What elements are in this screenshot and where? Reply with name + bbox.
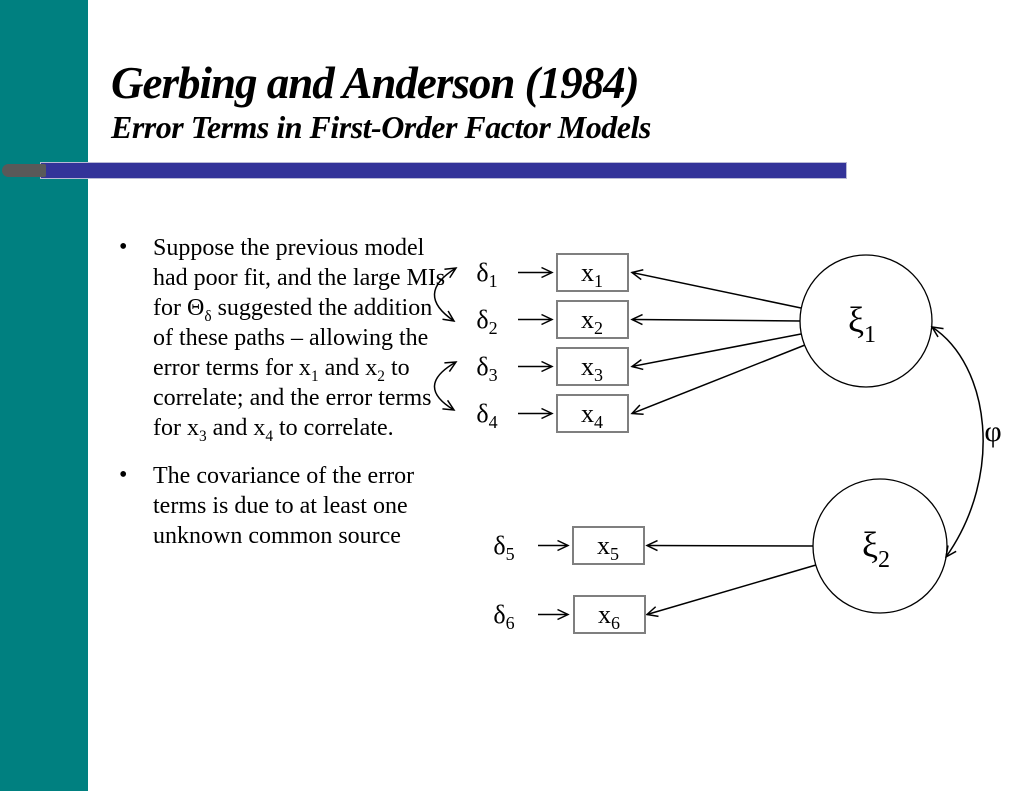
indicator-label-x6: x6 xyxy=(598,600,620,633)
loading-arrow-xi1-x3 xyxy=(632,333,802,367)
title-underline-bar-tip xyxy=(2,164,46,177)
bullet-text-1: Suppose the previous model had poor fit,… xyxy=(153,235,446,445)
bullet-text-2: The covariance of the error terms is due… xyxy=(153,463,415,549)
error-label-delta2: δ2 xyxy=(476,305,497,338)
bullet-marker: • xyxy=(119,234,128,260)
loading-arrow-xi2-x5 xyxy=(647,546,814,547)
indicator-box-x1 xyxy=(556,253,629,292)
correlation-arc-delta1-delta2 xyxy=(433,268,456,321)
bullet-marker: • xyxy=(119,462,128,488)
indicator-label-x3: x3 xyxy=(581,352,603,385)
factor-circle-xi2 xyxy=(812,478,948,614)
indicator-label-x1: x1 xyxy=(581,258,603,291)
indicator-label-x2: x2 xyxy=(581,305,603,338)
indicator-box-x6 xyxy=(573,595,646,634)
factor-circle-xi1 xyxy=(799,254,933,388)
error-label-delta5: δ5 xyxy=(493,531,514,564)
indicator-box-x3 xyxy=(556,347,629,386)
indicator-box-x5 xyxy=(572,526,645,565)
indicator-label-x4: x4 xyxy=(581,399,603,432)
phi-covariance-arrow xyxy=(932,327,984,557)
bullet-item-2: • The covariance of the error terms is d… xyxy=(111,461,456,551)
indicator-box-x2 xyxy=(556,300,629,339)
indicator-label-x5: x5 xyxy=(597,531,619,564)
error-label-delta3: δ3 xyxy=(476,352,497,385)
error-label-delta1: δ1 xyxy=(476,258,497,291)
title-block: Gerbing and Anderson (1984) Error Terms … xyxy=(111,57,651,145)
loading-arrow-xi1-x4 xyxy=(632,344,806,414)
factor-label-xi1: ξ1 xyxy=(848,300,876,348)
slide-title: Gerbing and Anderson (1984) xyxy=(111,58,640,108)
loading-arrow-xi2-x6 xyxy=(647,564,817,615)
indicator-box-x4 xyxy=(556,394,629,433)
bullet-item-1: • Suppose the previous model had poor fi… xyxy=(111,233,456,445)
error-label-delta6: δ6 xyxy=(493,600,514,633)
correlation-arc-delta3-delta4 xyxy=(433,362,456,410)
error-label-delta4: δ4 xyxy=(476,399,497,432)
sidebar-accent-panel xyxy=(0,0,88,791)
slide-subtitle: Error Terms in First-Order Factor Models xyxy=(111,109,651,145)
loading-arrow-xi1-x2 xyxy=(632,320,801,322)
bullet-list: • Suppose the previous model had poor fi… xyxy=(111,233,456,569)
phi-label: φ xyxy=(984,415,1001,448)
loading-arrow-xi1-x1 xyxy=(632,273,802,309)
factor-label-xi2: ξ2 xyxy=(862,525,890,573)
